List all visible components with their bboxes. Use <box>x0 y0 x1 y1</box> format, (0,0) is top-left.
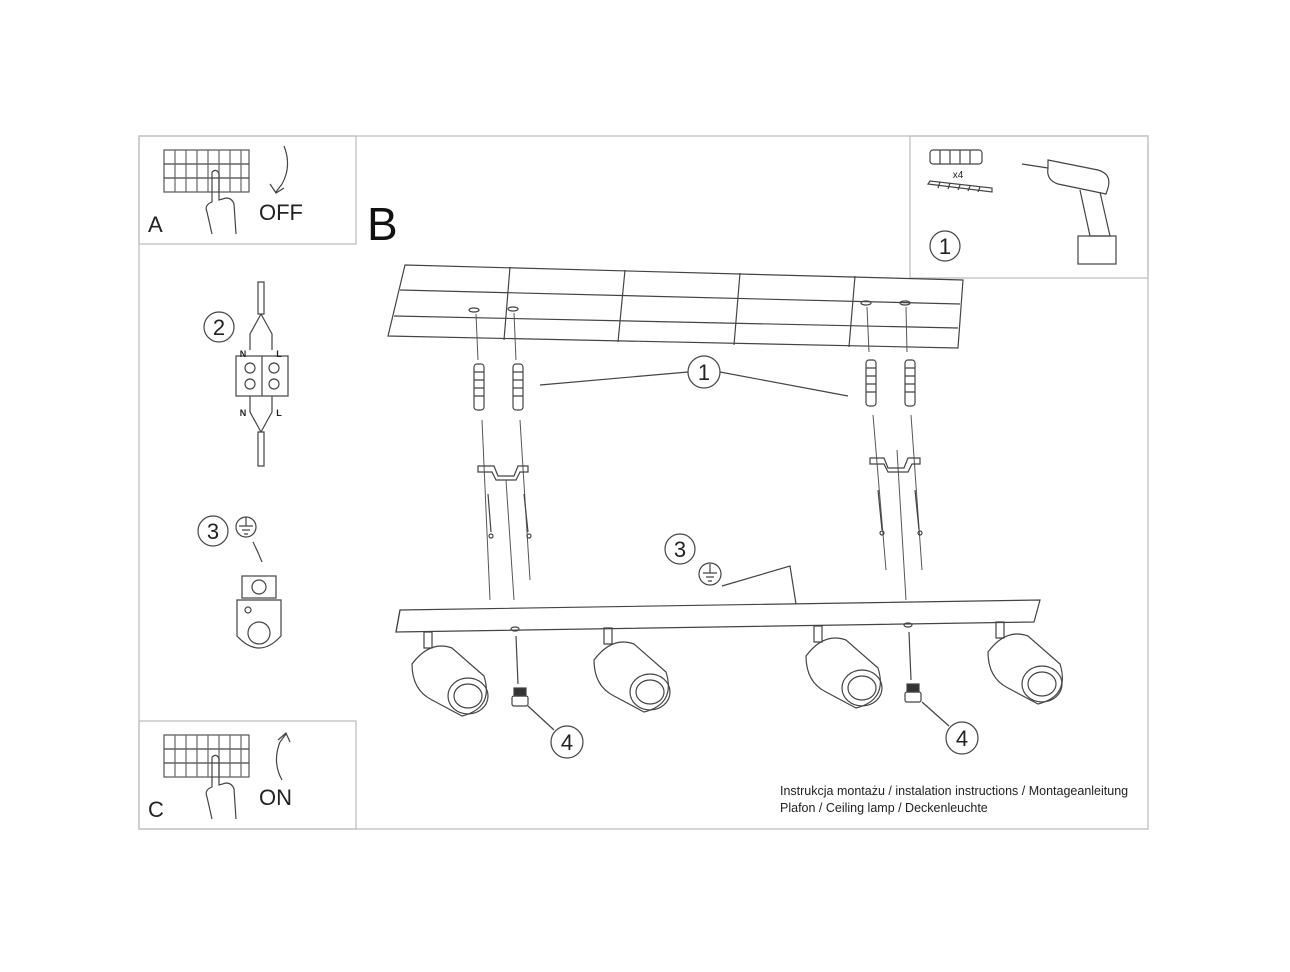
callout-circle-screw-left <box>550 725 584 759</box>
footer-subtitle: Plafon / Ceiling lamp / Deckenleuchte <box>780 801 988 815</box>
spotlight-2 <box>593 627 671 713</box>
callout-leader-anchors <box>539 371 849 397</box>
ground-symbol-icon <box>235 516 257 538</box>
panel-a-frame <box>138 135 357 245</box>
ground-wire <box>252 541 263 563</box>
callout-circle-screw-right <box>945 721 979 755</box>
callout-anchors-number: 1 <box>698 360 710 385</box>
terminal-block-icon <box>235 281 289 467</box>
wiring-n-top: N <box>240 349 247 359</box>
arrow-up-icon <box>275 732 291 781</box>
wiring-step-number: 2 <box>213 315 225 340</box>
panel-c-frame <box>138 720 357 830</box>
callout-ground-number: 3 <box>674 537 686 562</box>
mounting-bracket-right <box>869 457 921 473</box>
step-circle-ground <box>197 515 229 547</box>
panel-c-letter: C <box>148 797 164 822</box>
cap-screw-right <box>904 631 922 703</box>
spotlight-1 <box>411 631 489 717</box>
wall-plug-left-1 <box>473 363 485 411</box>
wall-plug-right-1 <box>865 359 877 407</box>
screw-icon <box>926 180 993 193</box>
wiring-n-bottom: N <box>240 408 247 418</box>
spotlight-3 <box>805 625 883 709</box>
ground-step-number: 3 <box>207 519 219 544</box>
callout-circle-ground <box>664 533 696 565</box>
step-circle-wiring <box>203 311 235 343</box>
ground-symbol-main-icon <box>698 562 722 586</box>
breaker-panel-icon-a <box>163 149 250 193</box>
panel-a-state: OFF <box>259 200 303 225</box>
panel-b-letter: B <box>367 198 398 250</box>
footer-title: Instrukcja montażu / instalation instruc… <box>780 784 1129 798</box>
breaker-panel-icon-c <box>163 734 250 778</box>
ceiling-grid <box>387 264 964 349</box>
tools-count-label: x4 <box>953 170 964 181</box>
alignment-lines <box>475 306 923 601</box>
wall-plug-right-2 <box>904 359 916 407</box>
arrow-down-icon <box>269 145 289 194</box>
hand-icon-c <box>205 754 237 820</box>
drill-icon <box>1021 159 1117 265</box>
fixture-bar <box>395 599 1041 633</box>
outer-frame <box>138 135 1149 830</box>
cap-screw-left <box>511 635 529 707</box>
screws <box>487 489 923 539</box>
hand-icon-a <box>205 169 237 235</box>
step-circle-tools <box>929 230 961 262</box>
panel-c-state: ON <box>259 785 292 810</box>
tools-step-number: 1 <box>939 234 951 259</box>
wall-plug-left-2 <box>512 363 524 411</box>
wiring-l-top: L <box>276 349 282 359</box>
callout-leader-screw-left <box>527 705 555 731</box>
callout-screw-right-number: 4 <box>956 726 968 751</box>
spotlight-4 <box>987 621 1063 705</box>
callout-leader-screw-right <box>921 701 950 727</box>
ground-wire-main <box>721 565 797 605</box>
callout-screw-left-number: 4 <box>561 730 573 755</box>
tools-panel-frame <box>909 135 1149 279</box>
wiring-l-bottom: L <box>276 408 282 418</box>
ground-terminal-icon <box>236 575 282 649</box>
panel-a-letter: A <box>148 212 163 237</box>
wall-plug-icon <box>929 149 983 165</box>
mounting-bracket-left <box>477 465 529 481</box>
